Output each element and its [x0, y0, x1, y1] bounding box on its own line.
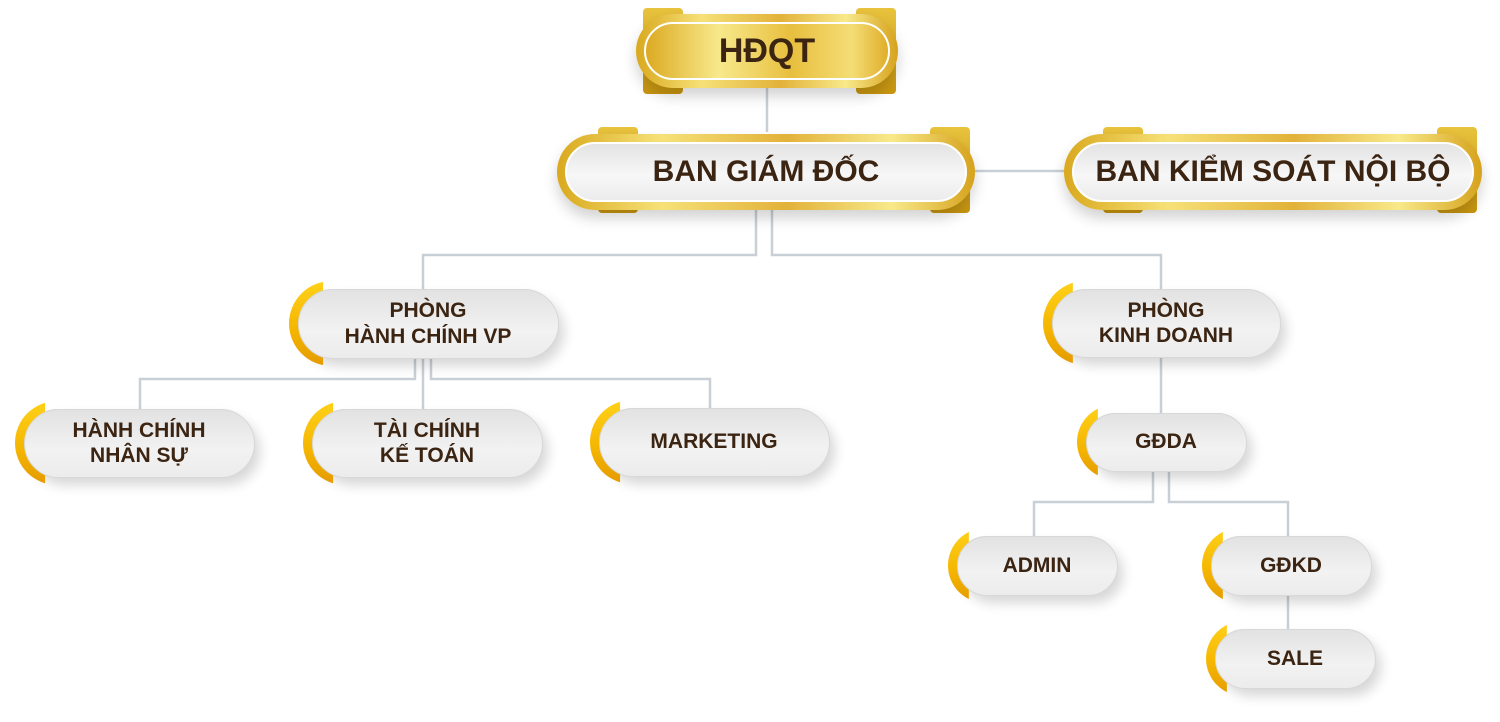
node-admin-label: ADMIN: [1002, 553, 1072, 577]
node-admin[interactable]: ADMIN: [956, 535, 1118, 596]
node-gdda-label: GĐDA: [1135, 430, 1197, 454]
node-ban-giam-doc[interactable]: BAN GIÁM ĐỐC: [557, 134, 975, 210]
node-marketing-label: MARKETING: [650, 430, 778, 454]
node-hdqt[interactable]: HĐQT: [636, 14, 898, 88]
node-hanh-chinh-nhan-su[interactable]: HÀNH CHÍNH NHÂN SỰ: [23, 408, 255, 478]
node-phong-kinh-doanh[interactable]: PHÒNG KINH DOANH: [1051, 288, 1281, 358]
node-phong-kinh-doanh-label: PHÒNG KINH DOANH: [1098, 298, 1234, 347]
node-tai-chinh-ke-toan-label: TÀI CHÍNH KẾ TOÁN: [373, 418, 481, 467]
node-hdqt-label: HĐQT: [718, 31, 816, 70]
node-phong-hanh-chinh-vp[interactable]: PHÒNG HÀNH CHÍNH VP: [297, 288, 559, 359]
node-gdkd-label: GĐKD: [1260, 553, 1322, 577]
connector-phcvp-mkt: [429, 358, 712, 410]
connector-phcvp-hcns: [138, 358, 417, 410]
node-ban-giam-doc-inner: [565, 142, 967, 202]
node-marketing[interactable]: MARKETING: [598, 407, 830, 477]
node-gdkd[interactable]: GĐKD: [1210, 535, 1372, 596]
node-tai-chinh-ke-toan[interactable]: TÀI CHÍNH KẾ TOÁN: [311, 408, 543, 478]
node-sale-label: SALE: [1266, 646, 1323, 670]
node-hanh-chinh-nhan-su-label: HÀNH CHÍNH NHÂN SỰ: [72, 418, 206, 467]
node-sale[interactable]: SALE: [1214, 628, 1376, 689]
connector-gdda-gdkd: [1167, 470, 1290, 537]
node-ban-giam-doc-label: BAN GIÁM ĐỐC: [652, 155, 880, 188]
node-hdqt-inner: [644, 22, 890, 80]
connector-bgd-phcvp: [421, 210, 758, 290]
node-ban-kiem-soat[interactable]: BAN KIỂM SOÁT NỘI BỘ: [1064, 134, 1482, 210]
node-phong-hanh-chinh-vp-label: PHÒNG HÀNH CHÍNH VP: [344, 299, 512, 348]
node-ban-kiem-soat-label: BAN KIỂM SOÁT NỘI BỘ: [1095, 155, 1451, 188]
node-ban-kiem-soat-inner: [1072, 142, 1474, 202]
connector-bgd-pkd: [770, 210, 1163, 290]
node-gdda[interactable]: GĐDA: [1085, 412, 1247, 472]
connector-gdda-admin: [1032, 470, 1155, 537]
